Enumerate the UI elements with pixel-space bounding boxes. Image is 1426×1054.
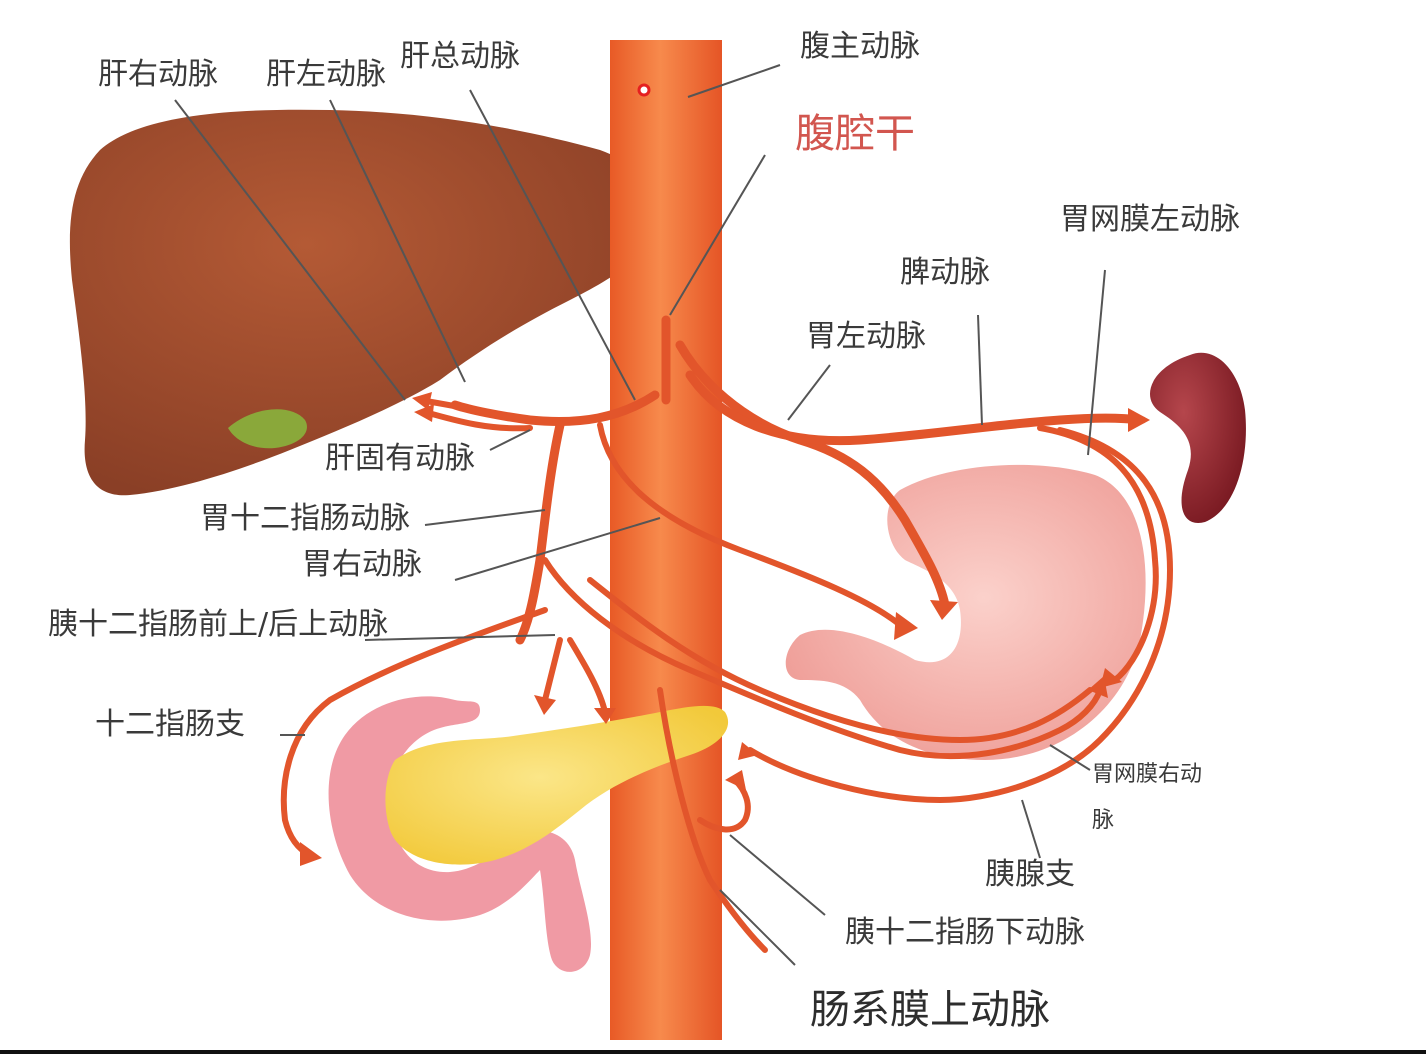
label-inferior-pancreaticoduodenal: 胰十二指肠下动脉 xyxy=(845,915,1085,950)
label-left-gastroepiploic-artery: 胃网膜左动脉 xyxy=(1060,202,1240,237)
liver xyxy=(69,109,661,496)
label-right-gastroepiploic-line1: 胃网膜右动 xyxy=(1092,762,1203,787)
arrowhead xyxy=(412,392,432,410)
label-duodenal-branch: 十二指肠支 xyxy=(95,707,245,742)
arrowhead xyxy=(930,600,958,620)
label-proper-hepatic-artery: 肝固有动脉 xyxy=(325,441,475,476)
hepatic-branch-lower xyxy=(422,409,533,432)
arrowhead xyxy=(894,612,918,640)
label-common-hepatic-artery: 肝总动脉 xyxy=(400,39,520,74)
pancreaticoduodenal-sup-2 xyxy=(567,637,608,715)
pancreaticoduodenal-sup xyxy=(542,637,563,703)
label-splenic-artery: 脾动脉 xyxy=(900,255,990,290)
right-gastric-artery xyxy=(597,422,903,628)
label-gastroduodenal-artery: 胃十二指肠动脉 xyxy=(200,501,410,536)
label-pancreaticoduodenal-superior: 胰十二指肠前上/后上动脉 xyxy=(48,607,389,642)
proper-hepatic-artery xyxy=(417,397,553,423)
arrowhead xyxy=(300,842,322,866)
right-gastroepiploic-inner xyxy=(587,577,1093,743)
gallbladder xyxy=(228,409,307,449)
abdominal-aorta xyxy=(610,40,722,1040)
arrowhead xyxy=(738,742,758,760)
label-right-hepatic-artery: 肝右动脉 xyxy=(98,57,218,92)
spleen xyxy=(1150,352,1246,523)
right-gastroepiploic-artery xyxy=(542,557,1103,760)
arrowhead xyxy=(725,770,746,790)
left-gastric-artery xyxy=(675,340,950,610)
label-right-gastroepiploic-line2: 脉 xyxy=(1092,808,1115,833)
label-pointers xyxy=(174,64,1106,966)
label-superior-mesenteric-artery: 肠系膜上动脉 xyxy=(810,987,1050,1033)
label-abdominal-aorta: 腹主动脉 xyxy=(800,29,920,64)
label-left-gastric-artery: 胃左动脉 xyxy=(806,319,926,354)
arrowhead xyxy=(1088,676,1108,698)
inferior-pancreaticoduodenal xyxy=(697,777,751,833)
arrowhead xyxy=(1128,408,1150,432)
splenic-artery xyxy=(685,370,1145,446)
label-pancreatic-branch: 胰腺支 xyxy=(985,857,1075,892)
arteries xyxy=(280,315,1173,953)
arrowhead xyxy=(594,708,616,724)
pancreas xyxy=(385,705,729,865)
label-celiac-trunk: 腹腔干 xyxy=(795,111,915,157)
arrowhead xyxy=(534,695,556,715)
gastroduodenal-artery xyxy=(515,420,565,645)
left-gastroepiploic-outer xyxy=(747,427,1173,803)
bottom-border xyxy=(0,1050,1426,1054)
marker-dot xyxy=(637,83,651,97)
superior-mesenteric-artery xyxy=(657,687,768,953)
label-left-hepatic-artery: 肝左动脉 xyxy=(266,57,386,92)
left-gastroepiploic-artery xyxy=(1037,425,1159,683)
label-right-gastric-artery: 胃右动脉 xyxy=(302,547,422,582)
arrowhead xyxy=(1100,668,1122,688)
arrowhead xyxy=(414,404,434,422)
stomach xyxy=(785,464,1146,760)
